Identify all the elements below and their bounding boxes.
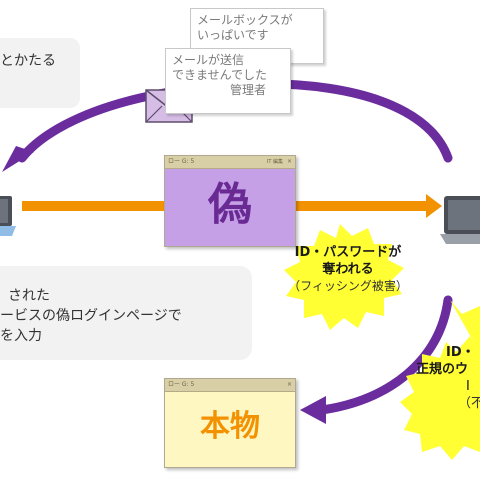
right-burst-line-2: 正規のウ (416, 362, 469, 377)
real-login-window: ロー G: 5 × 本物 (164, 378, 296, 468)
right-burst-line-3: I (466, 379, 470, 394)
fake-window-tab: IT 編集 (266, 159, 283, 165)
left-laptop-icon (0, 196, 16, 236)
center-burst-line-1: ID・パスワードが (294, 245, 402, 260)
orange-arrow-left-segment (22, 201, 164, 211)
note-send-failed-line-2: できませんでした (172, 68, 268, 82)
real-window-url: ロー G: 5 (168, 381, 195, 388)
top-left-bubble-text: とかたる (0, 53, 56, 69)
bottom-purple-arrow (317, 295, 453, 415)
right-burst-shape (400, 300, 480, 460)
note-mailbox-line-2: いっぱいです (197, 28, 269, 42)
real-window-titlebar: ロー G: 5 × (165, 379, 295, 392)
center-burst-shape (284, 224, 404, 330)
bottom-left-line-2: ービスの偽ログインページで (0, 308, 182, 324)
bottom-left-line-1: された (8, 288, 50, 304)
fake-window-url: ロー G: 5 (168, 158, 195, 165)
bottom-left-bubble-shape (0, 266, 252, 360)
note-send-failed-line-1: メールが送信 (172, 53, 245, 67)
orange-arrow-right-segment (296, 201, 428, 211)
right-laptop-icon (440, 196, 480, 244)
bottom-purple-arrowhead (300, 396, 326, 424)
orange-arrowhead (426, 194, 442, 218)
right-burst-text: ID・ 正規のウ I （不 (416, 344, 480, 412)
bottom-left-bubble-text: された ービスの偽ログインページで を入力 (0, 286, 250, 346)
fake-window-label: 偽 (208, 179, 252, 230)
right-burst-line-4: （不 (458, 396, 480, 411)
note-sender: 管理者 (230, 83, 267, 97)
top-purple-arrowhead (2, 146, 34, 172)
bottom-left-line-3: を入力 (0, 328, 42, 344)
center-burst-text: ID・パスワードが 奪われる （フィッシング被害） (266, 244, 430, 295)
real-window-label: 本物 (200, 409, 260, 444)
center-burst-line-2: 奪われる (322, 262, 374, 277)
top-left-bubble-shape (0, 38, 80, 108)
note-send-failed: メールが送信 できませんでした 管理者 (165, 48, 291, 114)
fake-window-titlebar: ロー G: 5 IT 編集 × (165, 156, 295, 169)
close-icon: × (286, 158, 292, 165)
center-burst-line-3: （フィッシング被害） (288, 279, 408, 293)
right-burst-line-1: ID・ (446, 345, 475, 360)
fake-login-window: ロー G: 5 IT 編集 × 偽 (164, 155, 296, 247)
note-mailbox-line-1: メールボックスが (197, 13, 293, 27)
close-icon: × (286, 381, 292, 388)
